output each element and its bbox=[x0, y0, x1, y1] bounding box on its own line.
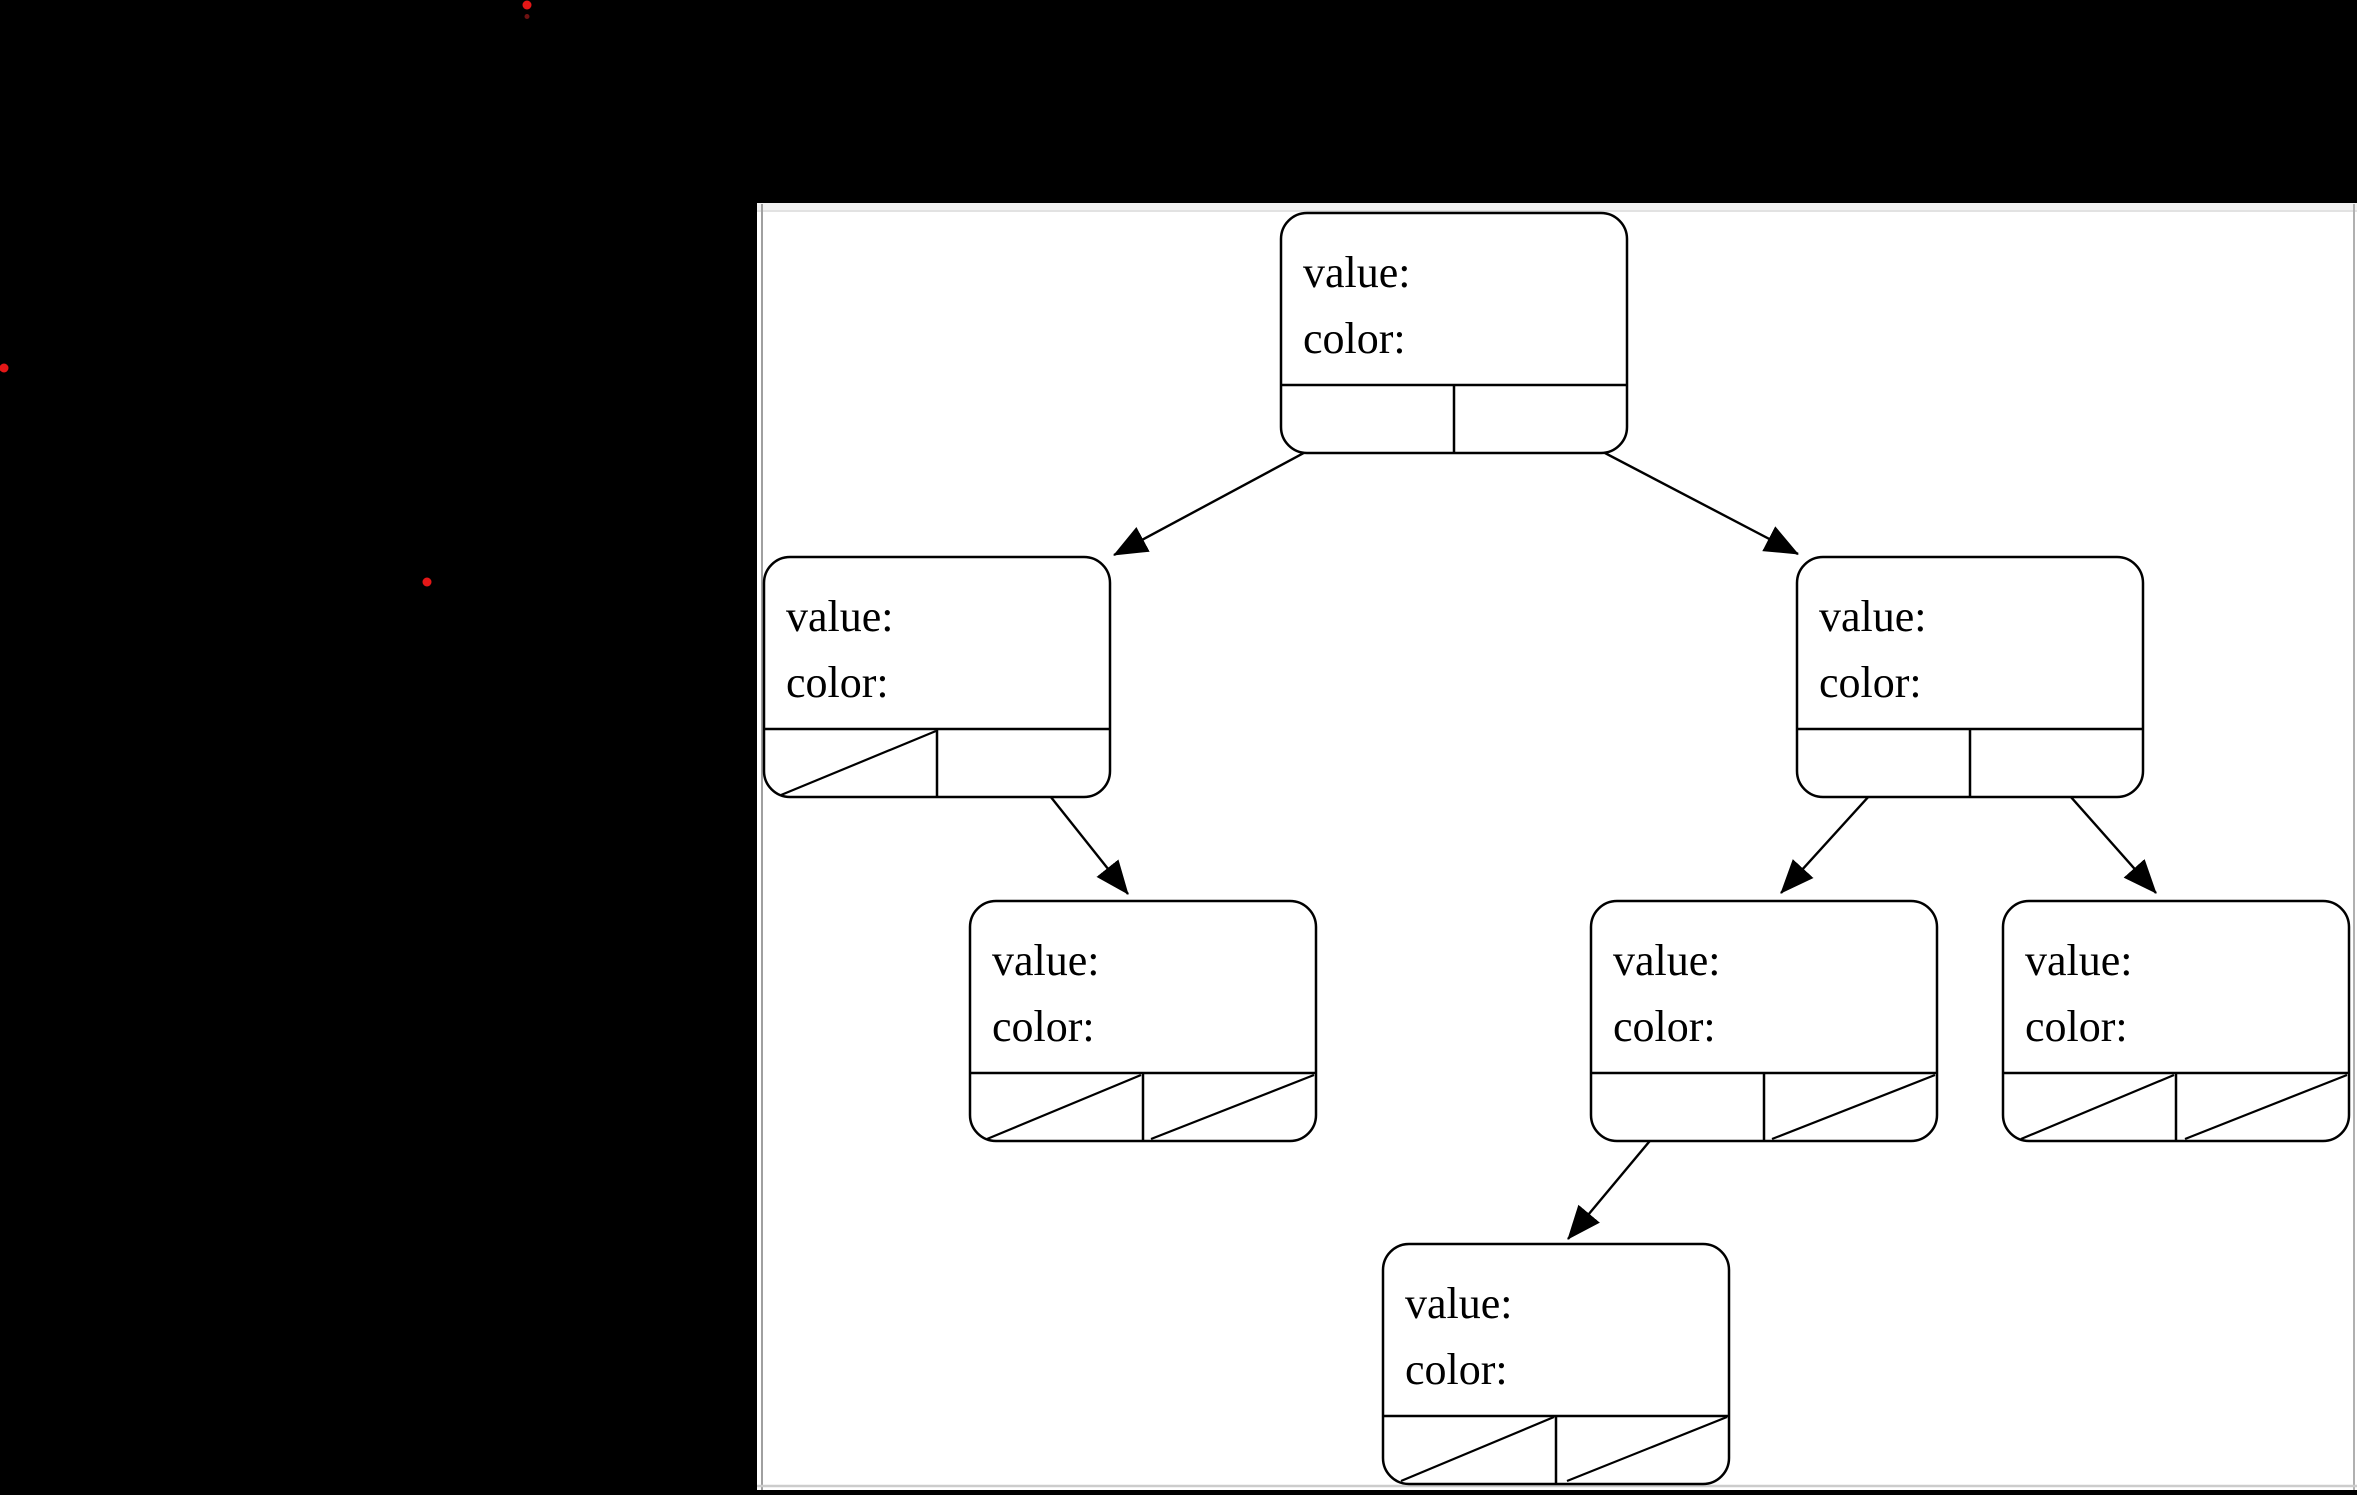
null-pointer-slash-right bbox=[1150, 1073, 1315, 1141]
null-pointer-slash-right bbox=[1771, 1073, 1936, 1141]
node-box bbox=[762, 555, 1112, 799]
red-dot-marker-top-faint bbox=[524, 14, 530, 19]
red-dot-marker-top bbox=[522, 0, 532, 10]
red-dot-markers bbox=[0, 0, 532, 587]
red-dot-marker-left bbox=[0, 363, 9, 373]
node-box bbox=[2001, 899, 2351, 1143]
null-pointer-slash-left bbox=[2020, 1073, 2175, 1141]
node-value-label: value: bbox=[1303, 248, 1411, 297]
null-pointer-slash-left bbox=[1400, 1415, 1555, 1483]
null-pointer-slash-left bbox=[986, 1073, 1142, 1141]
node-color-label: color: bbox=[1405, 1345, 1508, 1394]
node-color-label: color: bbox=[786, 658, 889, 707]
tree-node-right-child: value: color: bbox=[1795, 555, 2145, 799]
null-pointer-slash-right bbox=[2184, 1073, 2348, 1141]
red-dot-marker-middle bbox=[422, 577, 432, 587]
node-value-label: value: bbox=[2025, 936, 2133, 985]
tree-node-right-left-grandchild: value: color: bbox=[1589, 899, 1939, 1143]
node-box bbox=[968, 899, 1318, 1143]
null-pointer-slash-right bbox=[1566, 1415, 1728, 1483]
node-box bbox=[1381, 1242, 1731, 1486]
null-pointer-slash-left bbox=[780, 729, 937, 797]
node-color-label: color: bbox=[992, 1002, 1095, 1051]
node-box bbox=[1589, 899, 1939, 1143]
node-box bbox=[1795, 555, 2145, 799]
tree-node-great-grandchild: value: color: bbox=[1381, 1242, 1731, 1486]
node-value-label: value: bbox=[786, 592, 894, 641]
tree-node-right-right-grandchild: value: color: bbox=[2001, 899, 2351, 1143]
node-color-label: color: bbox=[1819, 658, 1922, 707]
tree-node-left-right-grandchild: value: color: bbox=[968, 899, 1318, 1143]
node-value-label: value: bbox=[1405, 1279, 1513, 1328]
node-color-label: color: bbox=[1303, 314, 1406, 363]
tree-node-left-child: value: color: bbox=[762, 555, 1112, 799]
canvas-top-strip bbox=[757, 203, 2357, 210]
node-box bbox=[1279, 211, 1629, 455]
tree-node-root: value: color: bbox=[1279, 211, 1629, 455]
node-color-label: color: bbox=[2025, 1002, 2128, 1051]
node-value-label: value: bbox=[1819, 592, 1927, 641]
node-color-label: color: bbox=[1613, 1002, 1716, 1051]
node-value-label: value: bbox=[992, 936, 1100, 985]
node-value-label: value: bbox=[1613, 936, 1721, 985]
